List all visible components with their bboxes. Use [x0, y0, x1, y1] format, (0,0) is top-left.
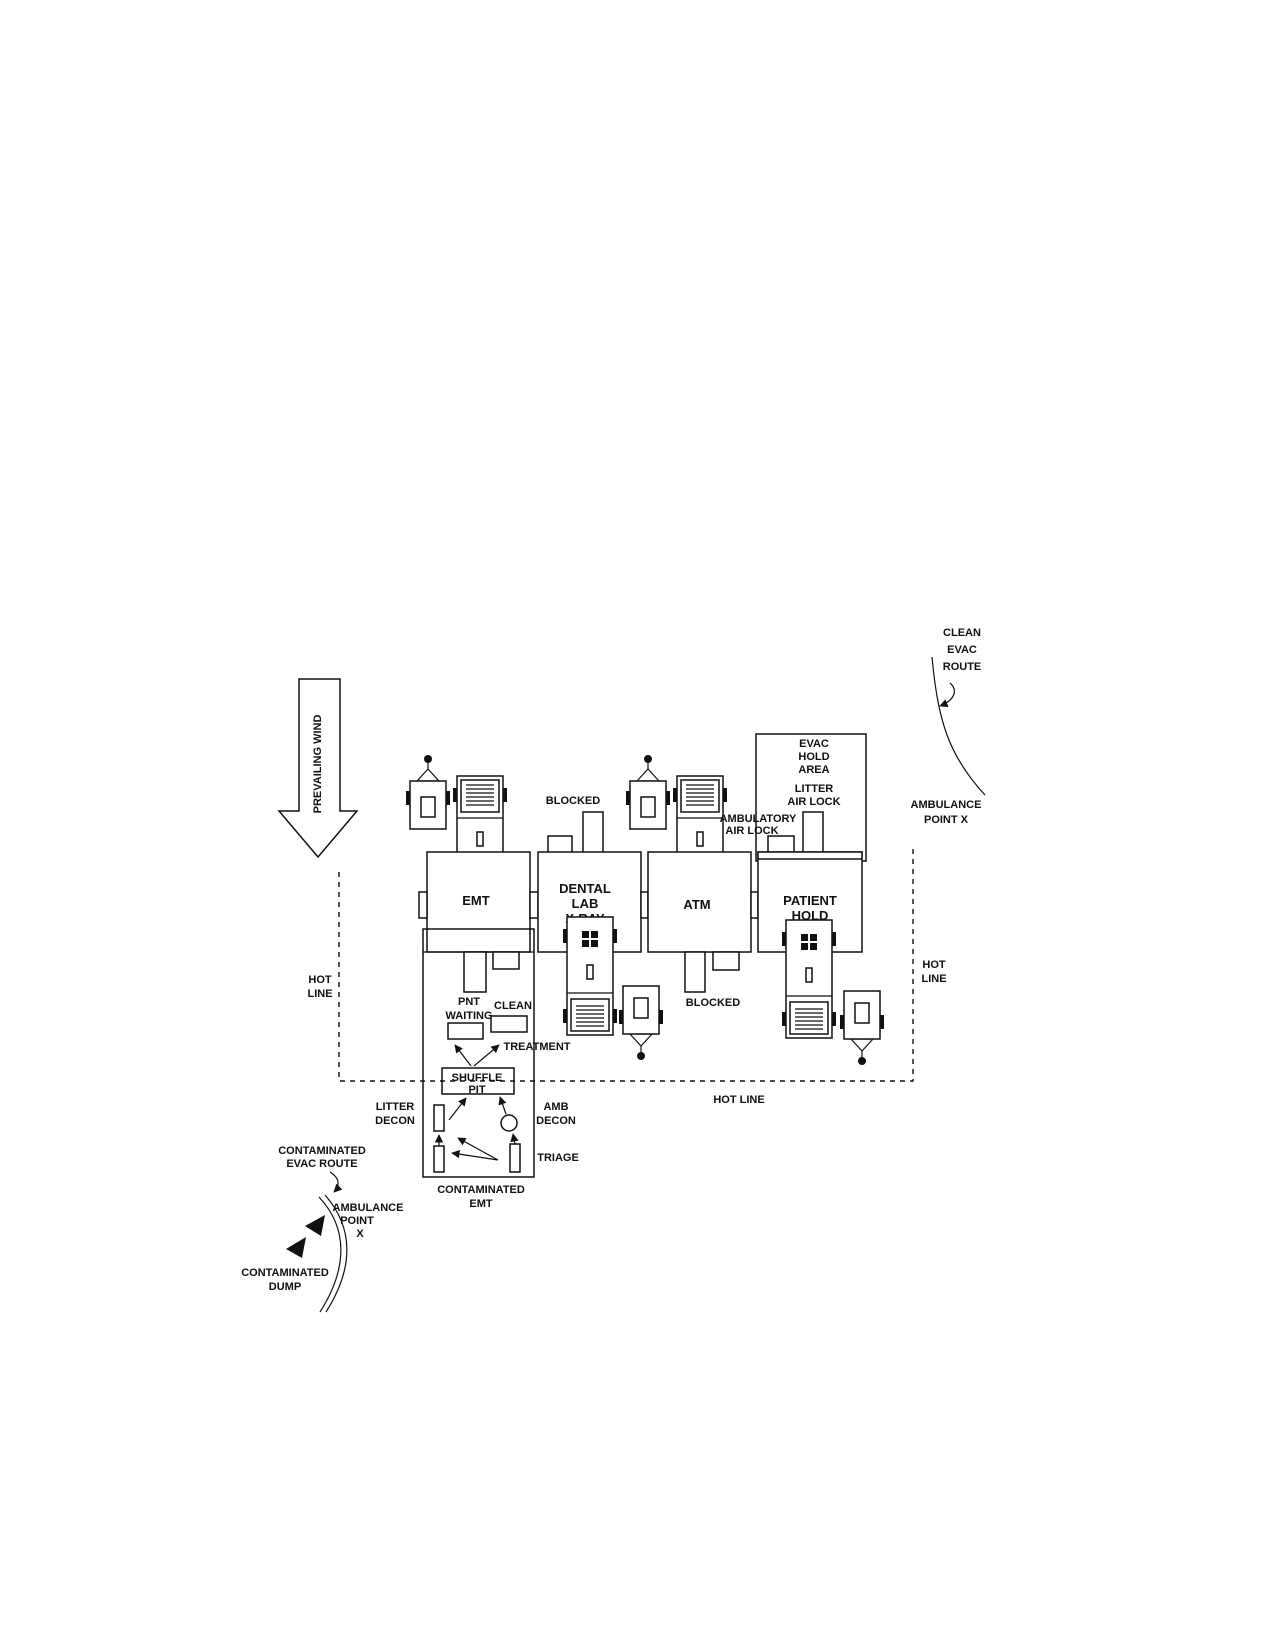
prevailing-wind-arrow: PREVAILING WIND — [277, 678, 359, 859]
prevailing-wind-label: PREVAILING WIND — [312, 715, 324, 814]
blocked-top-label: BLOCKED — [546, 795, 600, 807]
pnt-waiting-label-2: WAITING — [445, 1010, 492, 1022]
dental-label-1: DENTAL — [559, 881, 611, 896]
emt-label: EMT — [462, 893, 490, 908]
contaminated-evac-label-1: CONTAMINATED — [278, 1145, 366, 1157]
clean-evac-label-3: ROUTE — [943, 661, 982, 673]
litter-air-lock-label-2: AIR LOCK — [787, 796, 840, 808]
litter-decon-label-1: LITTER — [376, 1101, 415, 1113]
truck-patient-bottom — [781, 919, 837, 1039]
shelter-atm: ATM — [647, 851, 759, 953]
contaminated-evac-label-2: EVAC ROUTE — [286, 1158, 357, 1170]
shuffle-pit-box — [441, 1067, 515, 1095]
litter-air-lock-label-1: LITTER — [795, 783, 834, 795]
ambulance-point-right-label-1: AMBULANCE — [911, 799, 982, 811]
litter-decon-label-2: DECON — [375, 1115, 415, 1127]
shuffle-pit-label-2: PIT — [468, 1084, 485, 1096]
contaminated-dump-label-1: CONTAMINATED — [241, 1267, 329, 1279]
contaminated-emt-area: PNT WAITING CLEAN TREATMENT SHUFFLE PIT … — [375, 928, 579, 1210]
clean-label: CLEAN — [494, 1000, 532, 1012]
contaminated-emt-label-1: CONTAMINATED — [437, 1184, 525, 1196]
shuffle-pit-label-1: SHUFFLE — [452, 1072, 503, 1084]
triage-label: TRIAGE — [537, 1152, 579, 1164]
trailer-patient-bottom — [839, 990, 885, 1066]
amb-decon-station — [500, 1114, 518, 1132]
trailer-dental-bottom — [618, 985, 664, 1061]
clean-evac-label-1: CLEAN — [943, 627, 981, 639]
evac-hold-area: EVAC HOLD AREA LITTER AIR LOCK — [755, 733, 867, 862]
ambulance-point-left-label-2: POINT — [340, 1215, 374, 1227]
ambulance-point-left-label-1: AMBULANCE — [333, 1202, 404, 1214]
litter-decon-station — [433, 1104, 445, 1132]
amb-decon-label-1: AMB — [543, 1101, 568, 1113]
contaminated-evac-route: CONTAMINATED EVAC ROUTE AMBULANCE POINT … — [241, 1145, 404, 1313]
clean-box — [490, 1015, 528, 1033]
evac-hold-label-2: HOLD — [798, 751, 829, 763]
hot-line-right-label-2: LINE — [921, 973, 946, 985]
litter-triage-station — [433, 1145, 445, 1173]
shelter-emt: EMT — [418, 851, 539, 953]
truck-dental-bottom — [562, 916, 618, 1036]
ambulance-point-marker-2 — [286, 1237, 306, 1258]
hot-line-bottom-label: HOT LINE — [713, 1094, 764, 1106]
ambulance-point-left-label-3: X — [356, 1228, 364, 1240]
dental-stub-tall — [582, 811, 604, 855]
ambulatory-air-lock-label-2: AIR LOCK — [725, 825, 778, 837]
evac-hold-label-1: EVAC — [799, 738, 829, 750]
contaminated-dump-label-2: DUMP — [269, 1281, 301, 1293]
treatment-label: TREATMENT — [503, 1041, 570, 1053]
clean-evac-label-2: EVAC — [947, 644, 977, 656]
trailer-atm-top — [625, 754, 671, 830]
ambulance-point-right-label-2: POINT X — [924, 814, 969, 826]
atm-stub-small — [712, 951, 740, 971]
hot-line-left-label-1: HOT — [308, 974, 332, 986]
pnt-waiting-label-1: PNT — [458, 996, 480, 1008]
dental-label-2: LAB — [572, 896, 599, 911]
atm-label: ATM — [683, 897, 710, 912]
amb-triage-station — [509, 1143, 521, 1173]
ambulatory-air-lock-label-1: AMBULATORY — [720, 813, 797, 825]
trailer-emt-top — [405, 754, 451, 830]
contaminated-emt-label-2: EMT — [469, 1198, 493, 1210]
hot-line-left-label-2: LINE — [307, 988, 332, 1000]
hot-line-right-label-1: HOT — [922, 959, 946, 971]
pnt-waiting-box — [447, 1022, 484, 1040]
evac-hold-label-3: AREA — [798, 764, 829, 776]
amb-decon-label-2: DECON — [536, 1115, 576, 1127]
patient-hold-label-1: PATIENT — [783, 893, 837, 908]
ambulance-point-marker-1 — [305, 1215, 325, 1236]
clean-evac-route: CLEAN EVAC ROUTE AMBULANCE POINT X — [911, 627, 986, 826]
atm-stub-tall — [684, 951, 706, 993]
blocked-bottom-label: BLOCKED — [686, 997, 740, 1009]
hot-line: HOT LINE HOT LINE HOT LINE — [307, 845, 947, 1106]
